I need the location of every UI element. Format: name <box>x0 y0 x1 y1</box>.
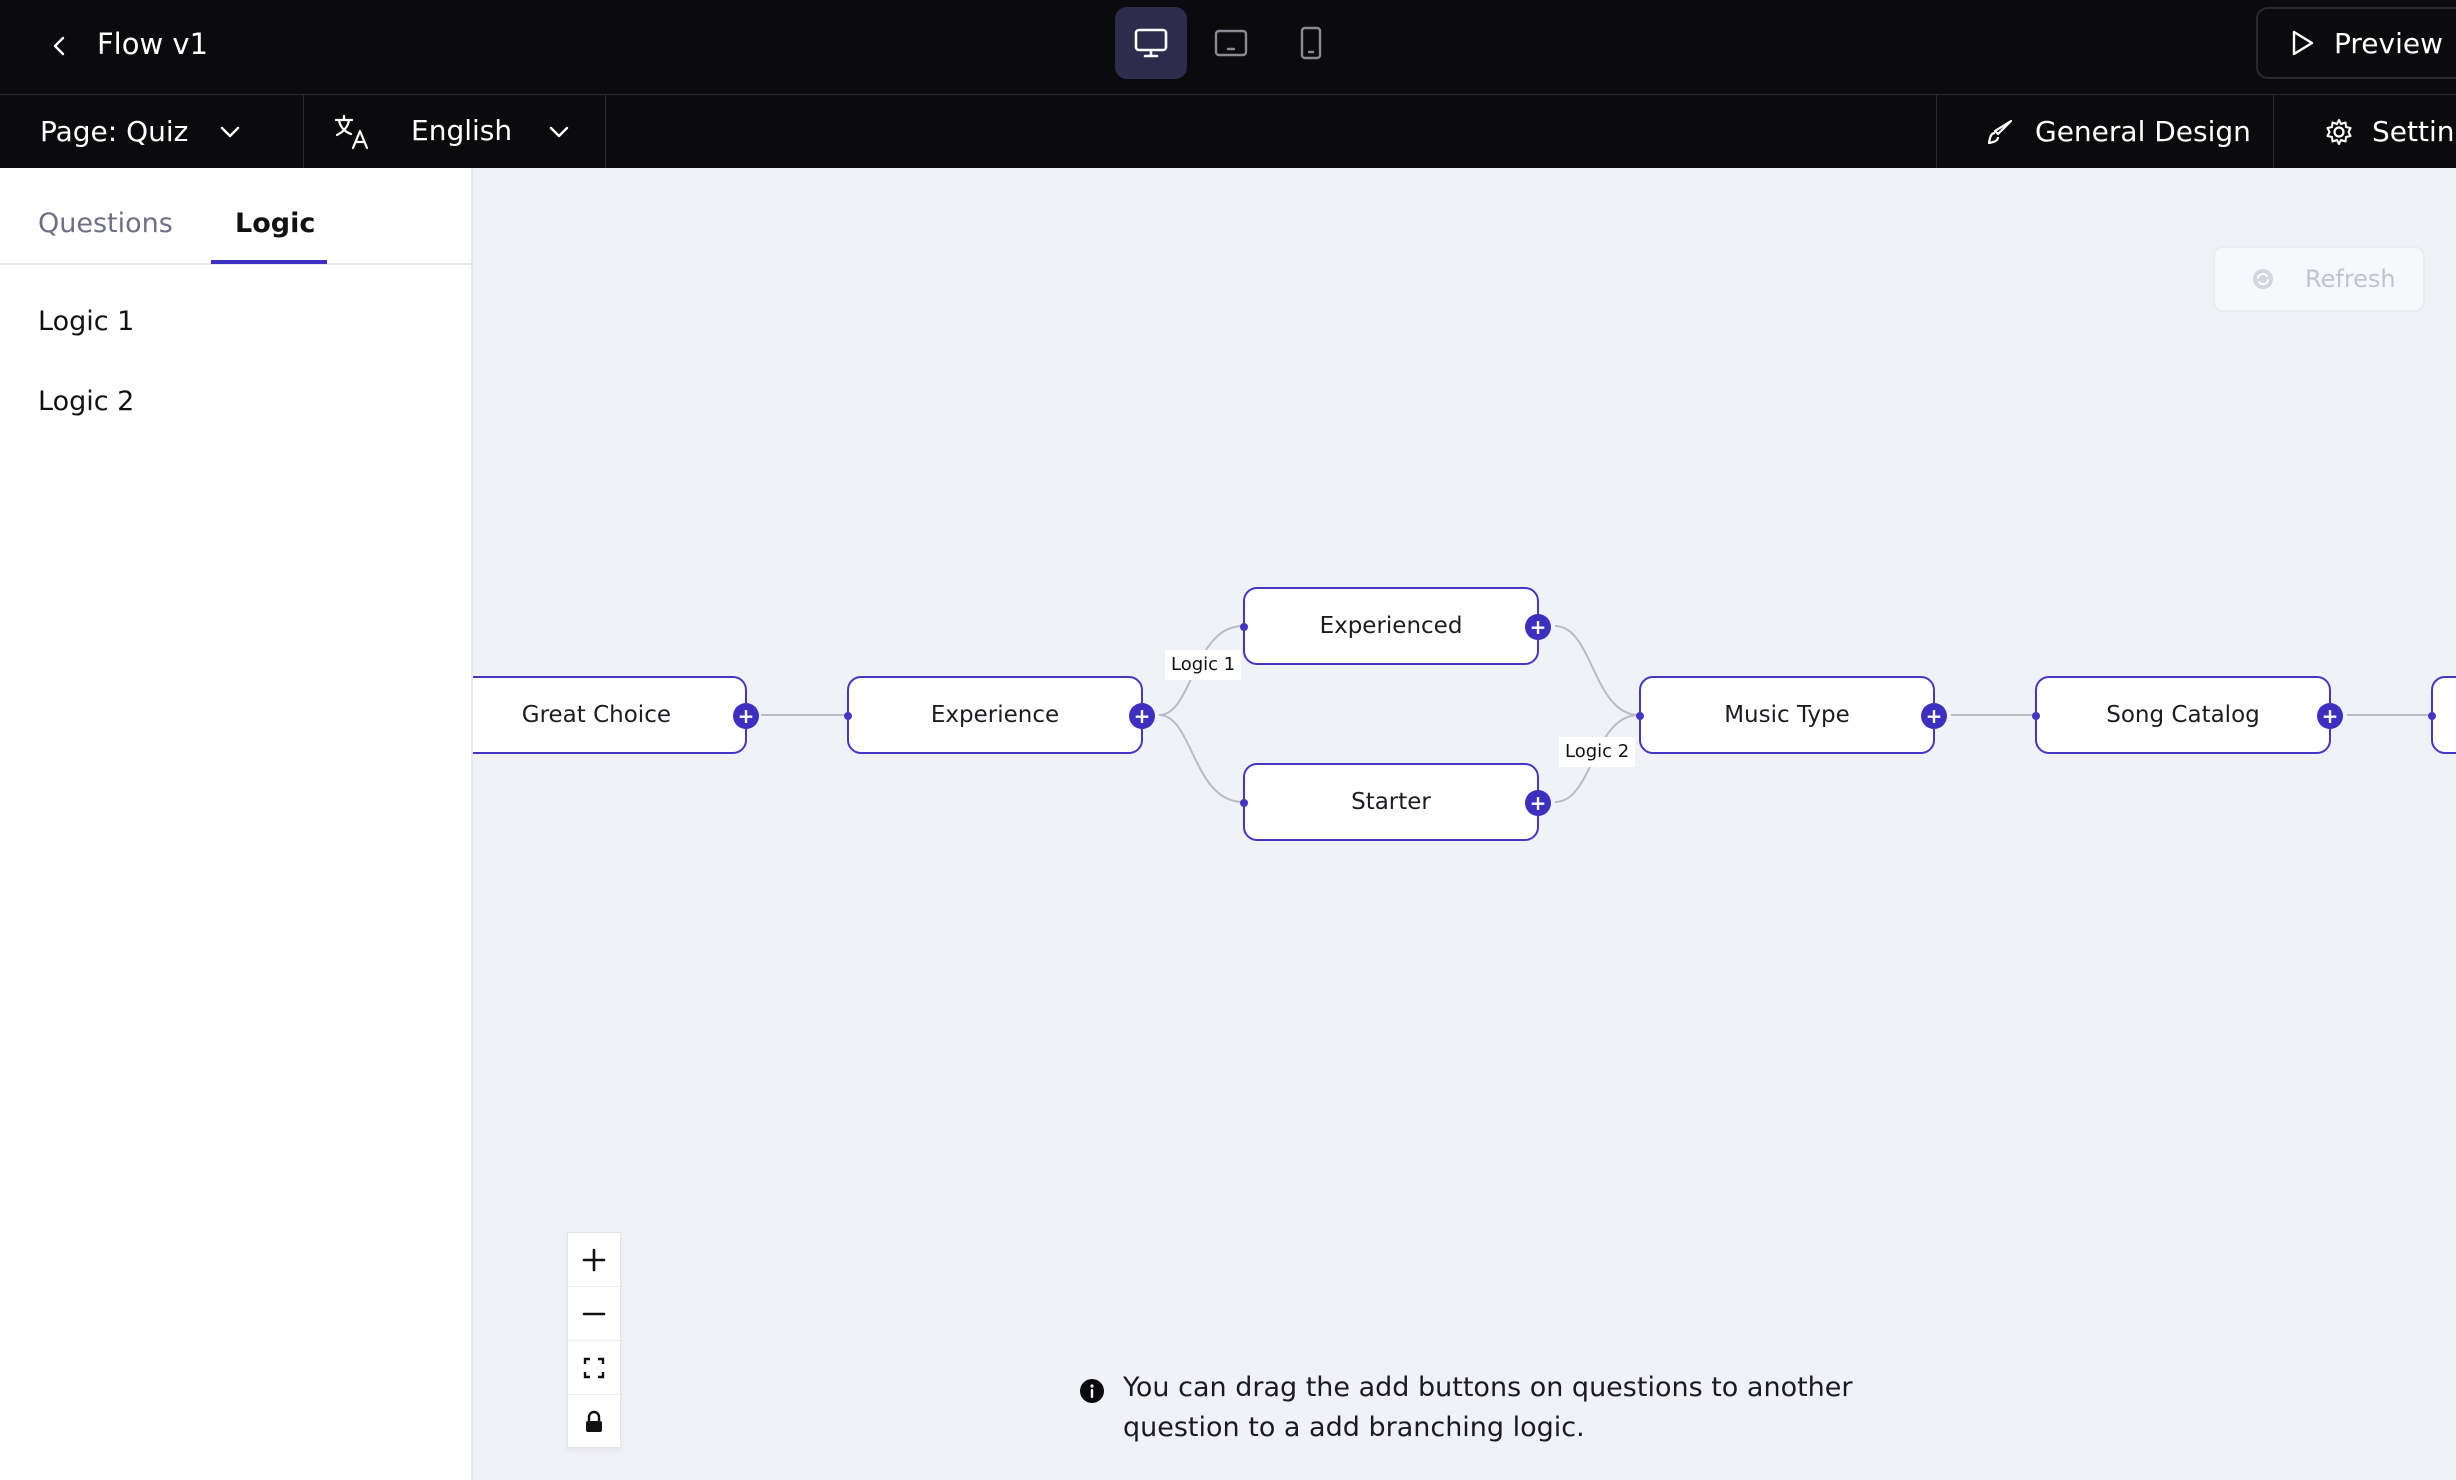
plus-icon <box>582 1248 606 1271</box>
zoom-in-button[interactable] <box>568 1233 620 1287</box>
language-selector[interactable]: English <box>304 95 606 168</box>
chevron-down-icon <box>220 126 240 138</box>
add-branch-button[interactable]: + <box>1921 703 1947 729</box>
flow-canvas[interactable]: Refresh Great Choice + Experience + Expe… <box>473 168 2456 1480</box>
page-toolbar: Page: Quiz English General Design Settin… <box>0 94 2456 168</box>
flow-title: Flow v1 <box>97 27 209 61</box>
add-branch-button[interactable]: + <box>1525 790 1551 816</box>
node-label: Music Type <box>1724 702 1850 728</box>
chevron-down-icon <box>549 126 569 138</box>
input-handle[interactable] <box>1240 623 1248 631</box>
edge-label-logic-2[interactable]: Logic 2 <box>1559 737 1636 767</box>
active-tab-indicator <box>211 260 327 264</box>
node-label: Experience <box>930 702 1060 728</box>
desktop-icon <box>1134 28 1168 58</box>
input-handle[interactable] <box>2032 712 2040 720</box>
language-label: English <box>411 114 513 147</box>
lock-view-button[interactable] <box>568 1395 620 1449</box>
general-design-label: General Design <box>2035 115 2251 148</box>
settings-label: Settings <box>2372 115 2456 148</box>
top-bar: Flow v1 Preview <box>0 0 2456 94</box>
general-design-button[interactable]: General Design <box>1936 95 2274 168</box>
tab-questions[interactable]: Questions <box>38 208 173 239</box>
edge-label-logic-1[interactable]: Logic 1 <box>1165 650 1242 680</box>
question-node-music-type[interactable]: Music Type + <box>1636 676 1947 754</box>
desktop-view-button[interactable] <box>1115 7 1187 79</box>
add-branch-button[interactable]: + <box>1129 703 1155 729</box>
translate-icon <box>334 114 369 150</box>
preview-label: Preview <box>2334 26 2443 60</box>
play-icon <box>2292 30 2314 56</box>
back-button[interactable] <box>36 22 84 70</box>
branching-hint: You can drag the add buttons on question… <box>1079 1368 1979 1448</box>
zoom-out-button[interactable] <box>568 1287 620 1341</box>
tablet-view-button[interactable] <box>1195 7 1267 79</box>
chevron-left-icon <box>53 36 65 56</box>
mobile-icon <box>1300 26 1322 60</box>
device-switcher <box>1115 7 1347 79</box>
gear-icon <box>2326 118 2352 145</box>
sidebar-item-logic-2[interactable]: Logic 2 <box>38 386 135 417</box>
refresh-label: Refresh <box>2305 265 2396 293</box>
page-selector-label: Page: Quiz <box>40 115 189 148</box>
sidebar: Questions Logic Logic 1 Logic 2 <box>0 168 473 1480</box>
info-icon <box>1080 1379 1104 1403</box>
minus-icon <box>582 1312 606 1315</box>
zoom-controls <box>567 1232 621 1448</box>
question-node-starter[interactable]: Starter + <box>1240 763 1551 841</box>
question-node-great-choice[interactable]: Great Choice + <box>473 676 759 754</box>
input-handle[interactable] <box>1240 799 1248 807</box>
brush-icon <box>1987 119 2013 144</box>
tablet-icon <box>1214 29 1248 57</box>
node-label: Experienced <box>1319 613 1463 639</box>
refresh-icon <box>2253 269 2273 289</box>
input-handle[interactable] <box>1636 712 1644 720</box>
page-selector[interactable]: Page: Quiz <box>0 95 304 168</box>
question-node-next[interactable] <box>2428 676 2456 754</box>
node-label: Song Catalog <box>2106 702 2260 728</box>
fullscreen-icon <box>583 1357 605 1378</box>
input-handle[interactable] <box>844 712 852 720</box>
preview-button[interactable]: Preview <box>2256 7 2456 79</box>
settings-button[interactable]: Settings <box>2274 95 2456 168</box>
node-label: Great Choice <box>521 702 671 728</box>
hint-text: You can drag the add buttons on question… <box>1123 1372 1853 1443</box>
add-branch-button[interactable]: + <box>1525 614 1551 640</box>
fit-view-button[interactable] <box>568 1341 620 1395</box>
tab-logic[interactable]: Logic <box>235 208 316 239</box>
question-node-experienced[interactable]: Experienced + <box>1240 587 1551 665</box>
question-node-song-catalog[interactable]: Song Catalog + <box>2032 676 2343 754</box>
lock-icon <box>586 1410 602 1432</box>
mobile-view-button[interactable] <box>1275 7 1347 79</box>
refresh-button[interactable]: Refresh <box>2213 246 2425 312</box>
question-node-experience[interactable]: Experience + <box>844 676 1155 754</box>
add-branch-button[interactable]: + <box>2317 703 2343 729</box>
sidebar-item-logic-1[interactable]: Logic 1 <box>38 306 135 337</box>
input-handle[interactable] <box>2428 712 2436 720</box>
sidebar-tabs: Questions Logic <box>0 168 471 265</box>
node-label: Starter <box>1351 789 1431 815</box>
add-branch-button[interactable]: + <box>733 703 759 729</box>
